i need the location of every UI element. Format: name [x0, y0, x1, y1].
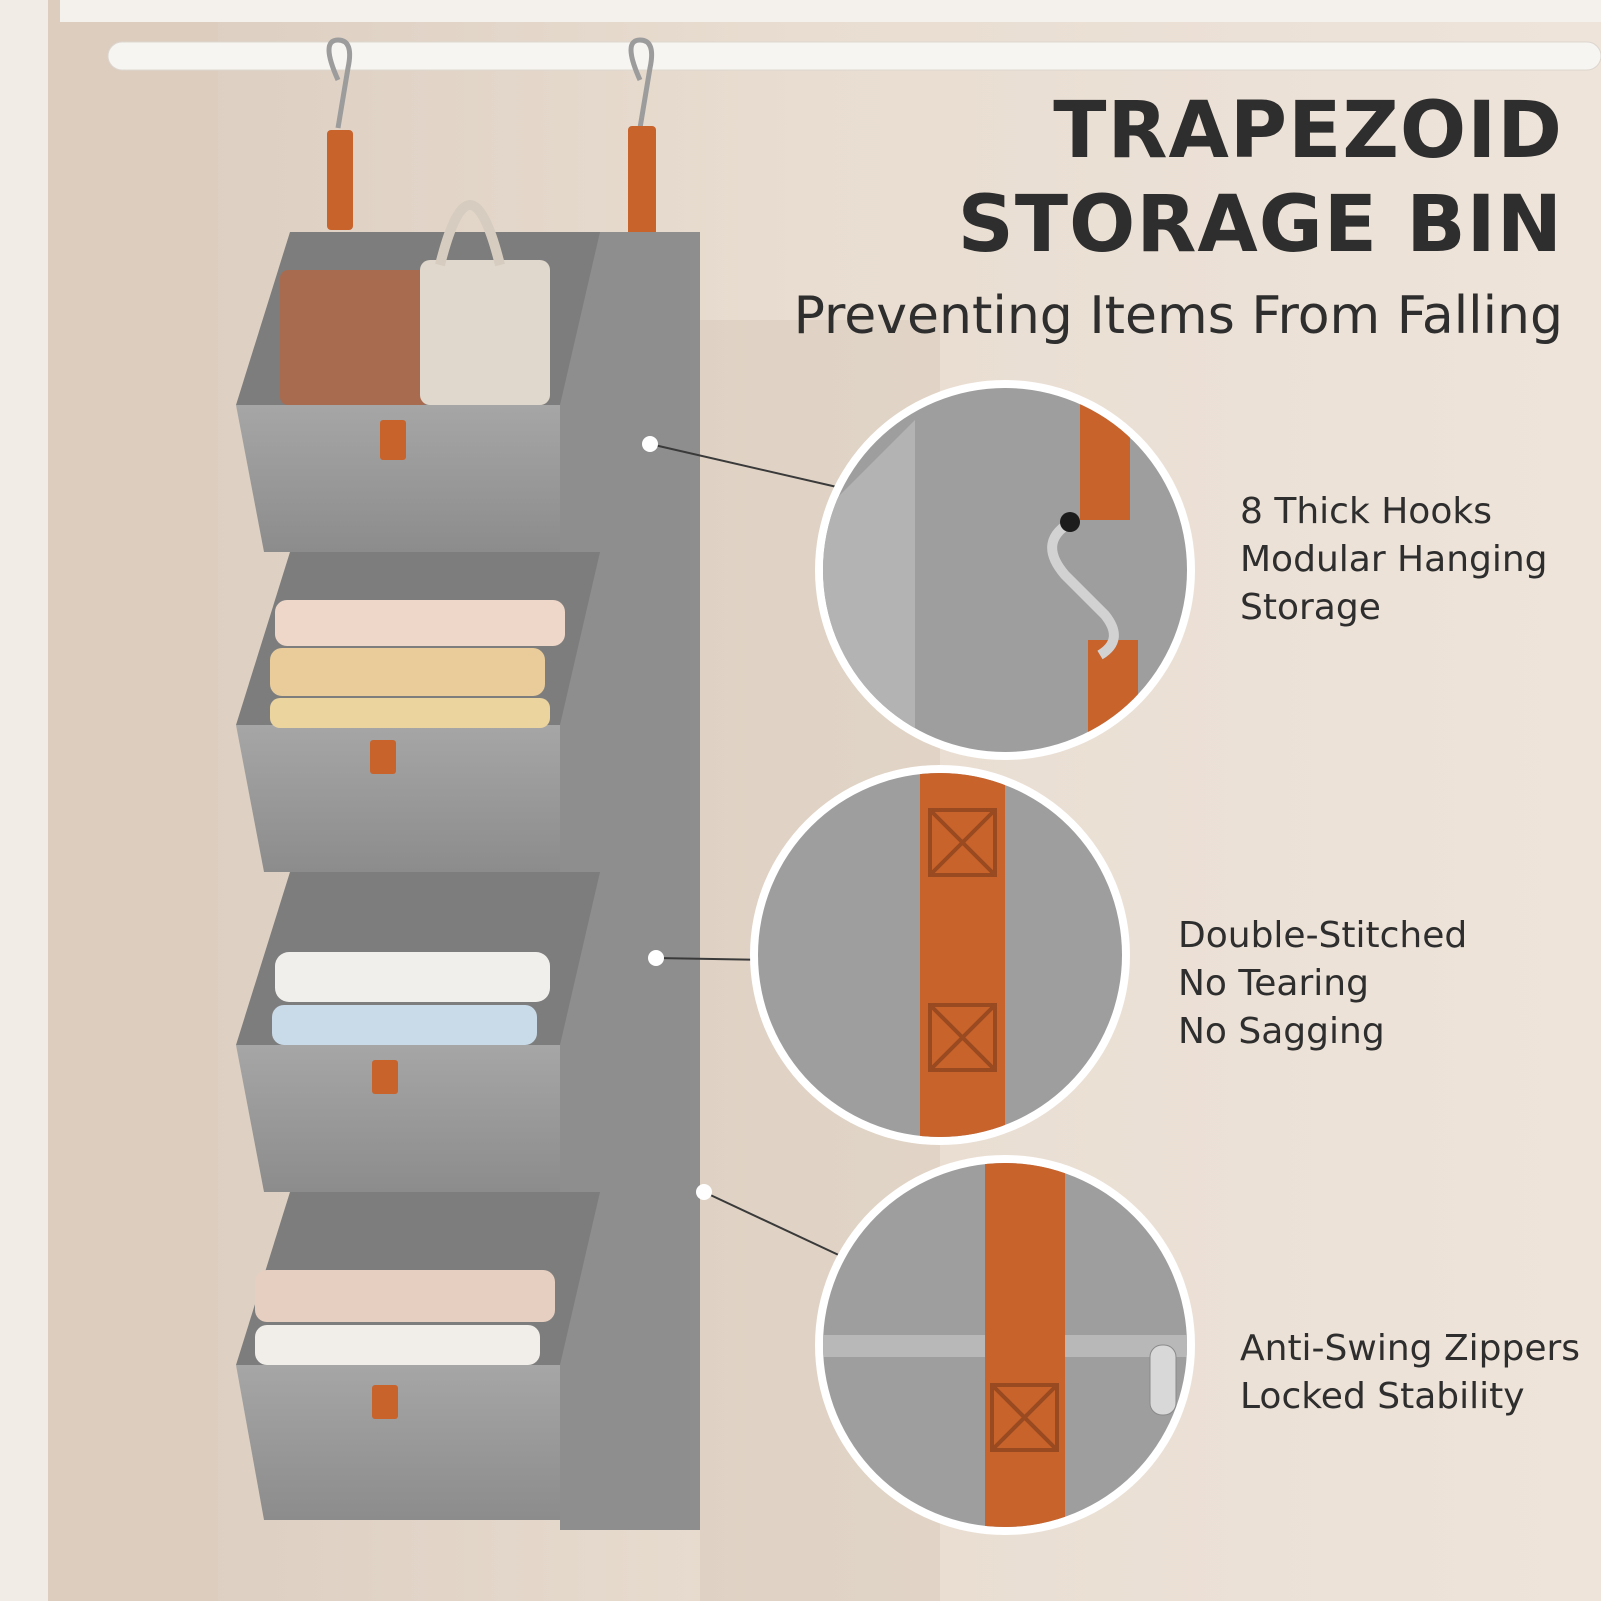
storage-bin-1	[236, 200, 600, 552]
headline-line-1: TRAPEZOID	[1053, 86, 1563, 176]
feature-stitching-line-3: No Sagging	[1178, 1011, 1385, 1052]
closet-shelf	[60, 0, 1601, 22]
closet-rod	[107, 41, 1601, 71]
feature-zippers-line-1: Anti-Swing Zippers	[1240, 1328, 1581, 1369]
storage-bin-3	[236, 872, 600, 1192]
storage-bin-2	[236, 552, 600, 872]
feature-zippers: Anti-Swing Zippers Locked Stability	[1240, 1325, 1580, 1421]
feature-hooks-line-1: 8 Thick Hooks	[1240, 491, 1492, 532]
zipper-closeup	[815, 1155, 1195, 1535]
feature-hooks: 8 Thick Hooks Modular Hanging Storage	[1240, 488, 1548, 632]
feature-zippers-line-2: Locked Stability	[1240, 1376, 1525, 1417]
feature-stitching-line-1: Double-Stitched	[1178, 915, 1468, 956]
feature-stitching: Double-Stitched No Tearing No Sagging	[1178, 912, 1467, 1056]
headline-line-2: STORAGE BIN	[957, 180, 1563, 270]
stitch-closeup	[750, 765, 1130, 1145]
feature-hooks-line-2: Modular Hanging	[1240, 539, 1548, 580]
feature-stitching-line-2: No Tearing	[1178, 963, 1369, 1004]
feature-hooks-line-3: Storage	[1240, 587, 1381, 628]
storage-bin-4	[236, 1192, 600, 1520]
headline-subtitle: Preventing Items From Falling	[793, 286, 1563, 346]
